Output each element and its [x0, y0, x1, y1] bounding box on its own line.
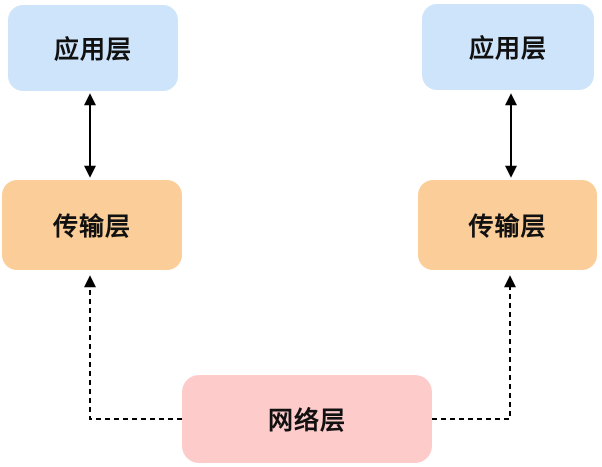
- node-label: 网络层: [267, 407, 346, 435]
- node-application-layer-left: 应用层: [8, 5, 178, 91]
- node-transport-layer-left: 传输层: [2, 180, 182, 270]
- node-application-layer-right: 应用层: [422, 4, 594, 90]
- node-label: 应用层: [468, 35, 547, 63]
- node-transport-layer-right: 传输层: [418, 180, 597, 270]
- node-label: 传输层: [468, 213, 547, 241]
- node-network-layer: 网络层: [182, 375, 432, 463]
- edge-network-transport-right: [432, 275, 516, 420]
- edge-network-transport-left: [84, 275, 182, 420]
- node-label: 传输层: [52, 213, 131, 241]
- node-label: 应用层: [53, 36, 132, 64]
